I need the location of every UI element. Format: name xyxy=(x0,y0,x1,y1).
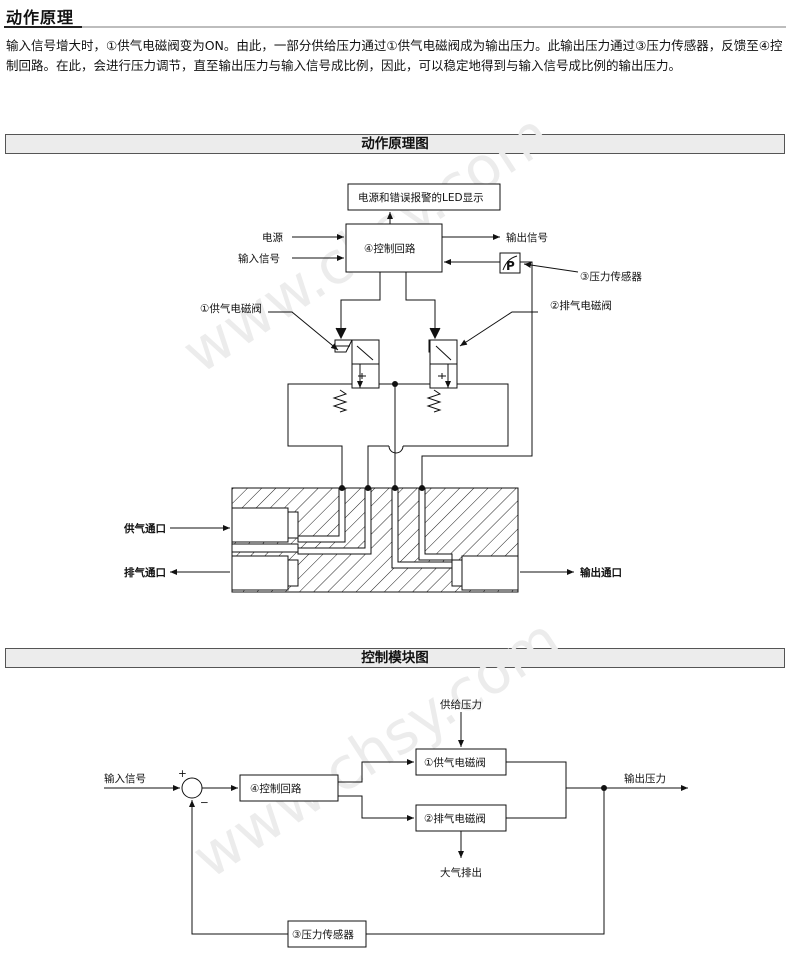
supply-solenoid-pointer xyxy=(335,327,347,340)
supply-pipe xyxy=(287,383,352,488)
control-box xyxy=(239,774,339,802)
supply-port-label: 供气通口 xyxy=(123,522,166,535)
block-exhaust-valve-label: ②排气电磁阀 xyxy=(424,812,486,825)
block-section-header: 控制模块图 xyxy=(5,648,785,668)
sensor-symbol-letter: P xyxy=(506,259,515,273)
atmosphere-label: 大气排出 xyxy=(440,866,482,879)
port-dot-3 xyxy=(392,485,398,491)
port-dot-1 xyxy=(339,485,345,491)
led-label: 电源和错误报警的LED显示 xyxy=(358,191,484,204)
output-signal-label: 输出信号 xyxy=(506,231,548,244)
sensor-label-leader xyxy=(523,262,579,273)
output-port-cavity xyxy=(461,555,519,591)
feedback-return xyxy=(189,800,288,935)
port-dot-4 xyxy=(419,485,425,491)
control-to-exhaust-valve xyxy=(405,272,436,330)
valve-junction-dot xyxy=(392,381,398,387)
sensor-tube xyxy=(421,261,533,488)
control-circuit-box xyxy=(345,223,443,273)
pressure-sensor-symbol xyxy=(499,252,521,274)
block-input-label: 输入信号 xyxy=(104,772,146,785)
exhaust-port-label: 排气通口 xyxy=(124,566,166,579)
sensor-curve xyxy=(502,255,518,271)
principle-section-header: 动作原理图 xyxy=(5,134,785,154)
output-port-label: 输出通口 xyxy=(580,566,622,579)
supply-valve-label: ①供气电磁阀 xyxy=(200,302,262,315)
exhaust-valve-box xyxy=(415,804,507,832)
supply-valve-leader xyxy=(268,311,339,351)
output-poppet xyxy=(451,559,463,587)
exhaust-solenoid-valve xyxy=(426,339,458,413)
control-to-supply-valve xyxy=(340,272,381,330)
control-to-exhaust xyxy=(338,795,414,821)
feedback-line xyxy=(366,788,605,935)
power-label: 电源 xyxy=(262,231,283,244)
supply-valve-box xyxy=(415,748,507,776)
exhaust-valve-label: ②排气电磁阀 xyxy=(550,299,612,312)
intro-paragraph: 输入信号增大时，①供气电磁阀变为ON。由此，一部分供给压力通过①供气电磁阀成为输… xyxy=(6,38,783,73)
divider-channel xyxy=(231,543,299,553)
supply-port-cavity xyxy=(231,507,289,543)
exhaust-valve-leader xyxy=(459,311,538,347)
supply-solenoid-valve xyxy=(332,339,380,413)
input-signal-label: 输入信号 xyxy=(238,252,280,265)
sensor-label: ③压力传感器 xyxy=(580,270,642,283)
exhaust-solenoid-pointer xyxy=(429,327,441,340)
watermark-2: www.chsy.com xyxy=(181,605,573,892)
exhaust-poppet xyxy=(287,559,299,587)
supply-to-merge xyxy=(506,761,567,788)
exhaust-vent-pipe xyxy=(367,445,389,488)
block-sensor-label: ③压力传感器 xyxy=(292,928,354,941)
control-circuit-label: ④控制回路 xyxy=(364,242,416,255)
led-display-box xyxy=(347,183,501,211)
block-supply-valve-label: ①供气电磁阀 xyxy=(424,756,486,769)
supply-poppet xyxy=(287,511,299,539)
minus-sign: − xyxy=(200,797,209,809)
port-dot-2 xyxy=(365,485,371,491)
block-control-label: ④控制回路 xyxy=(250,782,302,795)
exhaust-to-merge xyxy=(506,788,567,819)
title-underline xyxy=(4,26,786,28)
output-junction-dot xyxy=(601,785,607,791)
exhaust-port-cavity xyxy=(231,555,289,591)
summing-junction xyxy=(181,777,203,799)
plus-sign: + xyxy=(178,768,187,780)
exhaust-pipe xyxy=(403,383,509,447)
control-to-supply xyxy=(338,759,414,783)
page-title: 动作原理 xyxy=(6,8,75,27)
block-output-label: 输出压力 xyxy=(624,772,666,785)
pipe-crossover xyxy=(388,445,404,454)
supply-pressure-label: 供给压力 xyxy=(440,698,482,711)
sensor-box xyxy=(287,920,367,948)
